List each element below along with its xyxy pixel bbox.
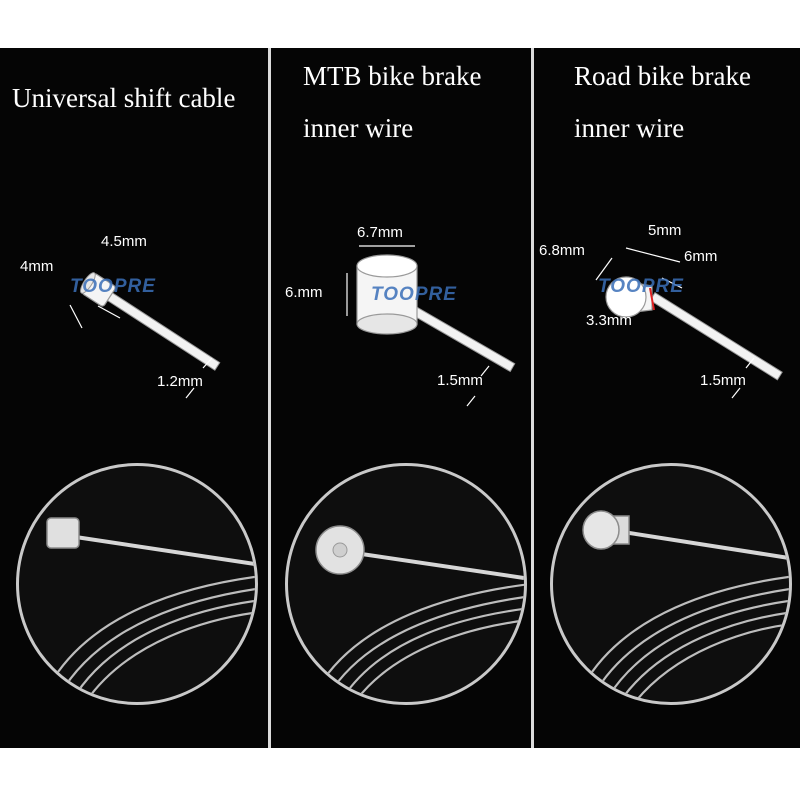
closeup-photo-circle bbox=[550, 463, 792, 705]
panel-universal-shift-cable: Universal shift cable 4.5mm 4mm 1.2mm TO… bbox=[0, 48, 268, 748]
barrel-diameter-label: 6.7mm bbox=[357, 224, 403, 241]
cable-closeup-illustration bbox=[582, 510, 789, 702]
head-length-label: 6mm bbox=[684, 248, 718, 265]
head-diameter-label: 6.8mm bbox=[539, 242, 585, 259]
neck-diameter-label: 3.3mm bbox=[586, 312, 632, 329]
head-diameter-label: 4mm bbox=[20, 258, 54, 275]
panel-divider bbox=[531, 48, 534, 748]
road-cable-end-drawing bbox=[595, 247, 783, 399]
panel-title: Universal shift cable bbox=[12, 83, 236, 113]
closeup-photo-circle bbox=[285, 463, 527, 705]
cable-closeup-illustration bbox=[46, 517, 255, 702]
wire-diameter-label: 1.2mm bbox=[157, 373, 203, 390]
wire-diameter-label: 1.5mm bbox=[700, 372, 746, 389]
brand-watermark: TOOPRE bbox=[70, 276, 156, 297]
closeup-photo-circle bbox=[16, 463, 258, 705]
panel-mtb-brake-wire: MTB bike brake inner wire 6.7mm 6.mm 1.5… bbox=[271, 48, 531, 748]
shift-cable-end-drawing bbox=[69, 272, 221, 399]
cable-closeup-illustration bbox=[315, 525, 524, 702]
panel-title-line-2: inner wire bbox=[574, 113, 685, 143]
brand-watermark: TOOPRE bbox=[371, 284, 457, 305]
panel-divider bbox=[268, 48, 271, 748]
wire-diameter-label: 1.5mm bbox=[437, 372, 483, 389]
mtb-cable-end-drawing bbox=[346, 245, 516, 407]
panel-title-line-1: MTB bike brake bbox=[303, 61, 482, 91]
panel-title-line-1: Road bike brake bbox=[574, 61, 751, 91]
product-image-stage: Universal shift cable 4.5mm 4mm 1.2mm TO… bbox=[0, 48, 800, 748]
barrel-height-label: 6.mm bbox=[285, 284, 323, 301]
panel-title-line-2: inner wire bbox=[303, 113, 414, 143]
head-width-label: 5mm bbox=[648, 222, 682, 239]
panel-road-brake-wire: Road bike brake inner wire 5mm 6.8mm 6mm… bbox=[534, 48, 800, 748]
head-length-label: 4.5mm bbox=[101, 233, 147, 250]
brand-watermark: TOOPRE bbox=[598, 276, 684, 297]
